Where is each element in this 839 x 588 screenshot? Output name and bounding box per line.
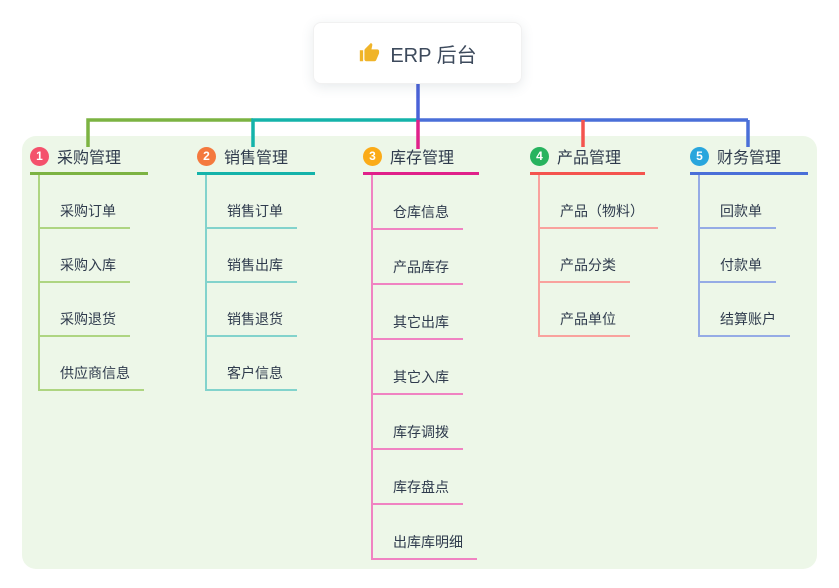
branch-node-product[interactable]: 4 产品管理 xyxy=(530,146,645,175)
badge-2: 2 xyxy=(197,146,216,166)
child-node[interactable]: 客户信息 xyxy=(207,337,315,391)
child-node[interactable]: 付款单 xyxy=(700,229,808,283)
child-node[interactable]: 产品（物料） xyxy=(540,175,658,229)
branch-sales-management: 2 销售管理 销售订单 销售出库 销售退货 客户信息 xyxy=(197,146,315,391)
thumbs-up-icon xyxy=(360,42,380,62)
child-node[interactable]: 销售订单 xyxy=(207,175,315,229)
child-node[interactable]: 出库库明细 xyxy=(373,505,479,560)
root-node-erp[interactable]: ERP 后台 xyxy=(313,22,522,84)
branch-node-inventory[interactable]: 3 库存管理 xyxy=(363,146,479,175)
branch-purchase-management: 1 采购管理 采购订单 采购入库 采购退货 供应商信息 xyxy=(30,146,148,391)
child-node[interactable]: 采购入库 xyxy=(40,229,148,283)
child-node[interactable]: 产品单位 xyxy=(540,283,645,337)
branch-label: 产品管理 xyxy=(557,150,622,167)
child-node[interactable]: 库存盘点 xyxy=(373,450,479,505)
branch-label: 财务管理 xyxy=(717,150,782,167)
branch-node-finance[interactable]: 5 财务管理 xyxy=(690,146,808,175)
child-node[interactable]: 仓库信息 xyxy=(373,175,479,230)
child-node[interactable]: 回款单 xyxy=(700,175,808,229)
child-node[interactable]: 库存调拨 xyxy=(373,395,479,450)
branch-inventory-management: 3 库存管理 仓库信息 产品库存 其它出库 其它入库 库存调拨 库存盘点 出库库… xyxy=(363,146,479,560)
child-node[interactable]: 销售出库 xyxy=(207,229,315,283)
child-node[interactable]: 供应商信息 xyxy=(40,337,148,391)
child-node[interactable]: 其它入库 xyxy=(373,340,479,395)
child-node[interactable]: 产品库存 xyxy=(373,230,479,285)
branch-product-management: 4 产品管理 产品（物料） 产品分类 产品单位 xyxy=(530,146,658,337)
branch-label: 销售管理 xyxy=(224,150,289,167)
badge-4: 4 xyxy=(530,146,549,166)
branch-label: 库存管理 xyxy=(390,150,455,167)
badge-1: 1 xyxy=(30,146,49,166)
connector-branch1 xyxy=(86,118,253,147)
child-node[interactable]: 产品分类 xyxy=(540,229,645,283)
root-node-title: ERP 后台 xyxy=(390,44,477,67)
mindmap-background-panel xyxy=(22,136,817,569)
connector-branch2 xyxy=(251,118,419,147)
child-node[interactable]: 销售退货 xyxy=(207,283,315,337)
child-node[interactable]: 采购退货 xyxy=(40,283,148,337)
badge-5: 5 xyxy=(690,146,709,166)
badge-3: 3 xyxy=(363,146,382,166)
branch-node-sales[interactable]: 2 销售管理 xyxy=(197,146,315,175)
branch-node-purchase[interactable]: 1 采购管理 xyxy=(30,146,148,175)
branch-label: 采购管理 xyxy=(57,150,122,167)
child-node[interactable]: 结算账户 xyxy=(700,283,808,337)
child-node[interactable]: 采购订单 xyxy=(40,175,148,229)
child-node[interactable]: 其它出库 xyxy=(373,285,479,340)
branch-finance-management: 5 财务管理 回款单 付款单 结算账户 xyxy=(690,146,808,337)
